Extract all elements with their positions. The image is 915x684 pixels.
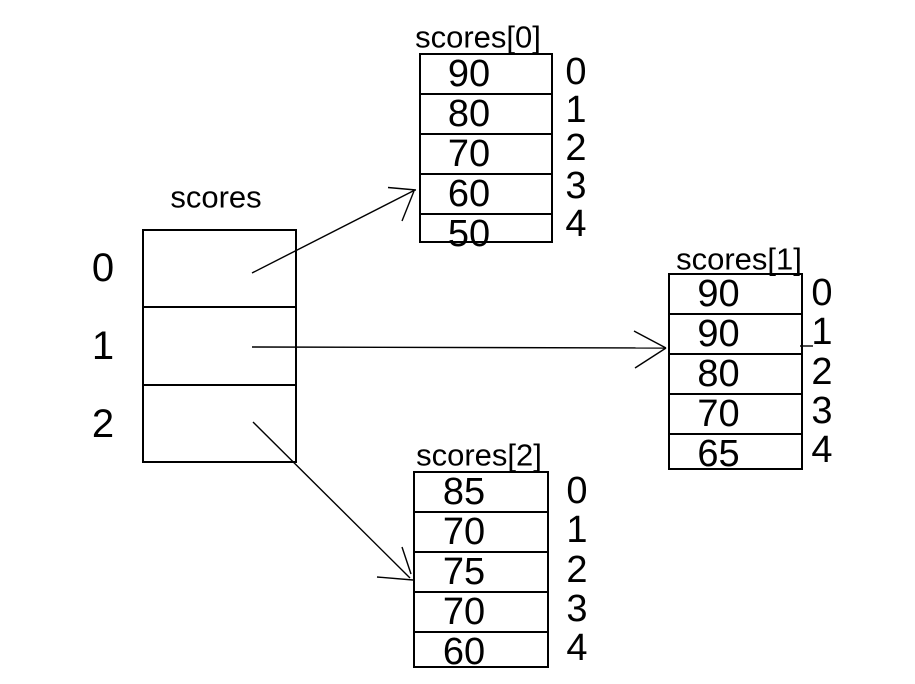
array-index: 4 (565, 203, 587, 245)
sub-array-2-title: scores[2] (416, 437, 542, 473)
main-array-cell (144, 308, 295, 386)
sub-array-0-title: scores[0] (415, 19, 541, 55)
array-cell: 75 (415, 553, 547, 593)
main-array-index-column: 0 1 2 (85, 229, 121, 463)
main-array-box (142, 229, 297, 463)
main-array-cell (144, 386, 295, 461)
array-cell: 60 (421, 175, 551, 215)
array-index: 3 (566, 587, 588, 630)
sub-array-1-table: 90 90 80 70 65 (668, 273, 803, 475)
array-index: 4 (811, 429, 833, 472)
array-index: 0 (565, 51, 587, 93)
sub-array-0-index-column: 0 1 2 3 4 (556, 53, 596, 243)
array-cell: 80 (421, 95, 551, 135)
main-array-index: 0 (91, 246, 115, 290)
array-index: 2 (566, 548, 588, 591)
array-cell: 70 (415, 513, 547, 553)
main-array-cell (144, 231, 295, 309)
main-array-index: 1 (91, 324, 115, 368)
array-cell: 85 (415, 473, 547, 513)
array-cell: 90 (670, 275, 801, 315)
sub-array-1-index-column: 0 1 2 3 4 (802, 273, 842, 470)
array-cell: 80 (670, 355, 801, 395)
array-cell: 65 (697, 433, 740, 475)
sub-array-2-index-column: 0 1 2 3 4 (557, 471, 597, 668)
main-array-title: scores (170, 179, 262, 215)
array-index: 3 (811, 389, 833, 432)
array-index: 0 (566, 469, 588, 512)
array-index: 0 (811, 271, 833, 314)
array-cell: 60 (442, 631, 486, 673)
array-index: 1 (565, 89, 587, 131)
array-cell: 70 (670, 395, 801, 435)
main-array-index: 2 (91, 402, 115, 446)
array-cell: 50 (447, 213, 491, 255)
array-index: 1 (566, 509, 588, 552)
sub-array-0-table: 90 80 70 60 50 (419, 53, 553, 253)
array-index: 4 (566, 627, 588, 670)
array-index: 3 (565, 165, 587, 207)
sub-array-2-table: 85 70 75 70 60 (413, 471, 549, 673)
array-cell: 70 (415, 593, 547, 633)
array-index: 2 (811, 350, 833, 393)
array-index: 1 (811, 311, 833, 354)
array-cell: 90 (670, 315, 801, 355)
array-cell: 90 (421, 55, 551, 95)
sub-array-1-title: scores[1] (676, 241, 802, 277)
array-index: 2 (565, 127, 587, 169)
array-cell: 70 (421, 135, 551, 175)
